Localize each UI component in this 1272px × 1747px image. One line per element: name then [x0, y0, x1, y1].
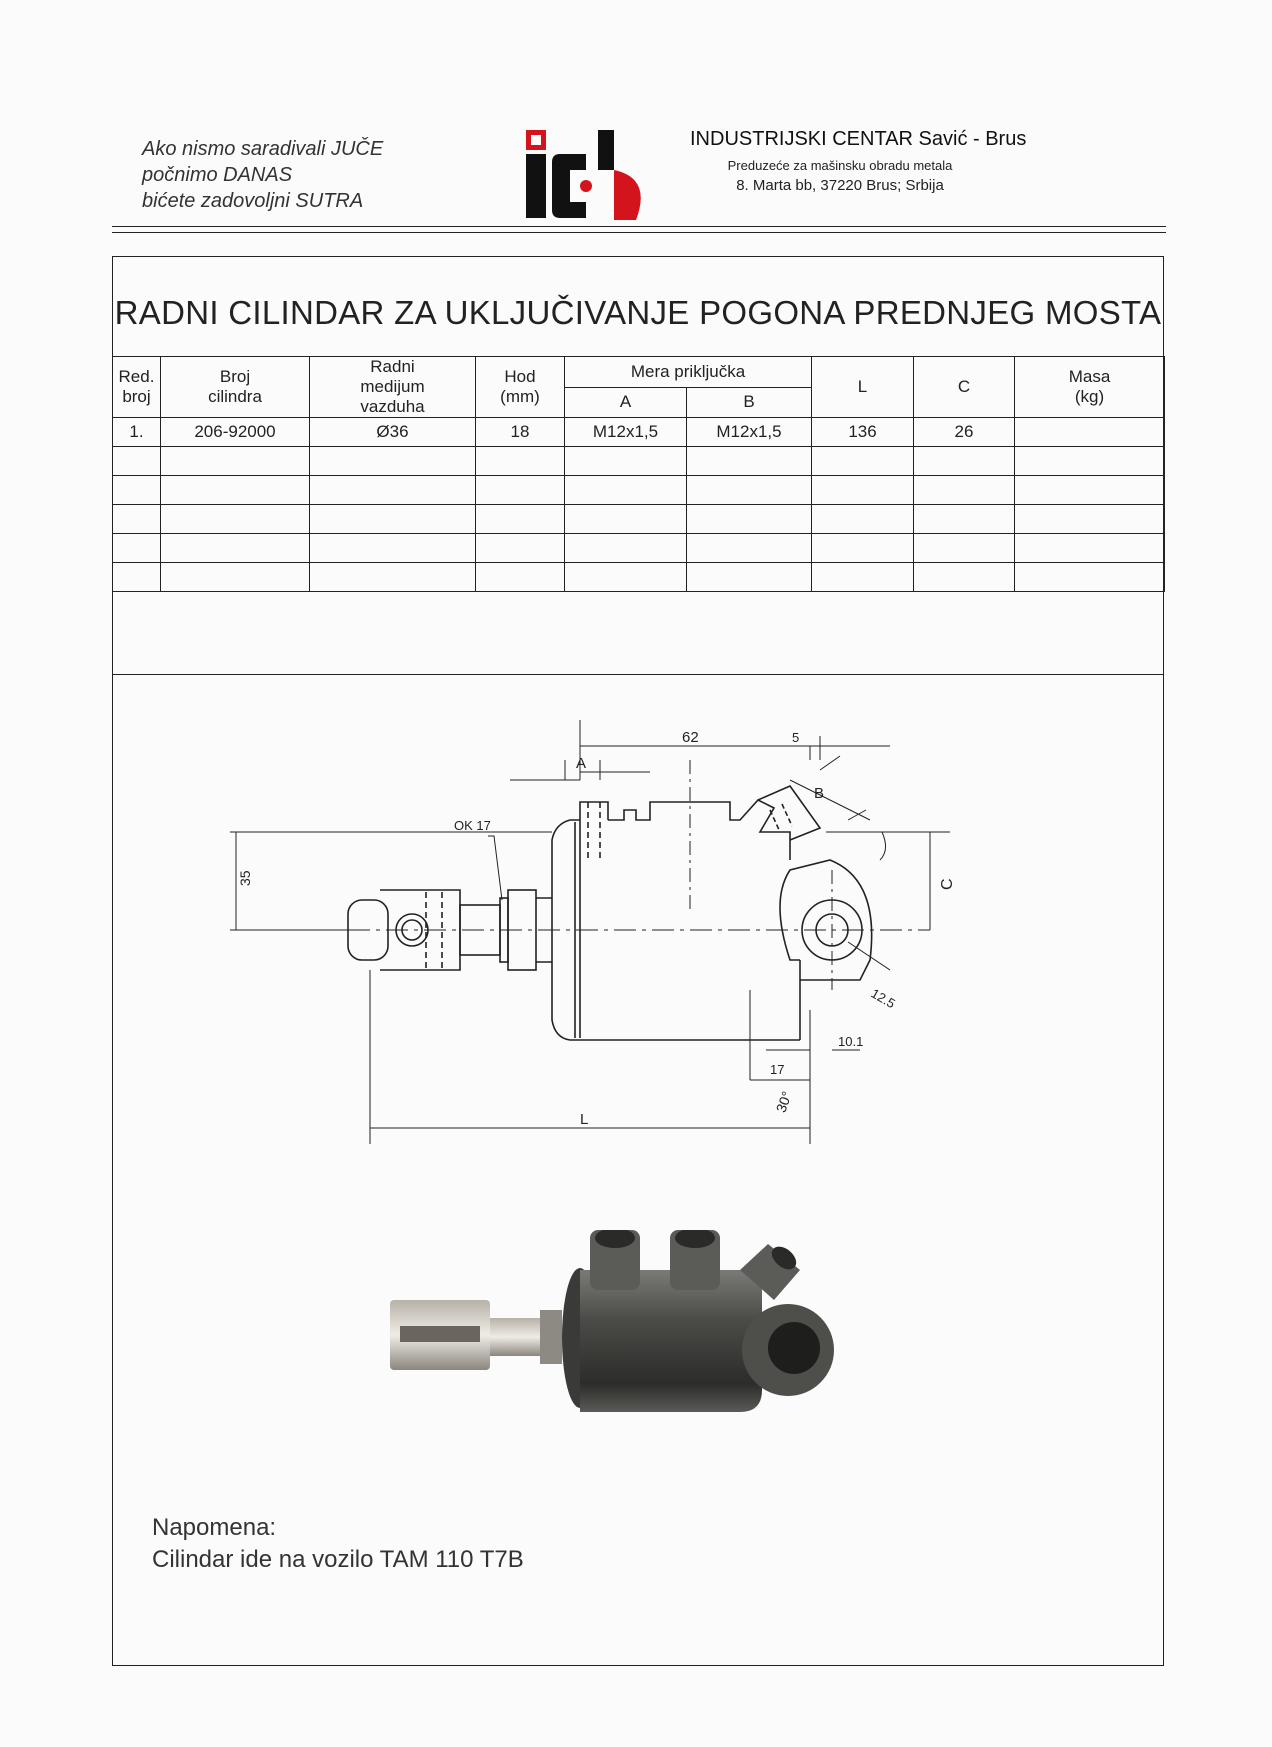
company-address: 8. Marta bb, 37220 Brus; Srbija — [736, 177, 944, 194]
header-b: B — [686, 386, 812, 418]
header-broj-line1: Broj — [219, 367, 251, 386]
header-mera-prikljucka: Mera priključka — [564, 356, 812, 388]
table-row-empty — [112, 446, 1165, 476]
table-cell: 26 — [913, 417, 1015, 447]
dim-17-label: 17 — [770, 1062, 784, 1077]
slogan: Ako nismo saradivali JUČE počnimo DANAS … — [142, 136, 432, 214]
header-red-line1: Red. — [118, 367, 155, 386]
table-cell: 1. — [112, 417, 161, 447]
dim-30-label: 30° — [773, 1089, 795, 1114]
header-red-broj: Red. broj — [112, 356, 161, 418]
header-radni-line3: vazduha — [360, 397, 425, 416]
header-masa: Masa (kg) — [1014, 356, 1165, 418]
table-row-empty — [112, 475, 1165, 505]
header-rule-bottom — [112, 232, 1166, 233]
header-radni-medijum: Radni medijum vazduha — [309, 356, 476, 418]
header-l: L — [811, 356, 914, 418]
company-description: Preduzeće za mašinsku obradu metala — [727, 158, 953, 173]
specs-table: Red. broj Broj cilindra Radni medijum va… — [112, 356, 1165, 592]
document-title: RADNI CILINDAR ZA UKLJUČIVANJE POGONA PR… — [114, 294, 1162, 331]
ics-logo — [526, 130, 641, 220]
dim-5-label: 5 — [792, 730, 799, 745]
table-cell: 18 — [475, 417, 565, 447]
slogan-line-1: Ako nismo saradivali JUČE — [142, 138, 384, 160]
note-text: Cilindar ide na vozilo TAM 110 T7B — [152, 1546, 524, 1573]
table-cell: M12x1,5 — [686, 417, 812, 447]
dim-c-label: C — [939, 878, 956, 890]
dim-12-5-label: 12.5 — [869, 986, 898, 1012]
table-cell: M12x1,5 — [564, 417, 687, 447]
header-red-line2: broj — [122, 387, 151, 406]
dim-l-label: L — [580, 1111, 588, 1128]
dim-10-1-label: 10.1 — [838, 1034, 863, 1049]
header-c: C — [913, 356, 1015, 418]
table-cell: Ø36 — [309, 417, 476, 447]
header-broj-cilindra: Broj cilindra — [160, 356, 310, 418]
header-hod-line1: Hod — [504, 367, 536, 386]
company-block: INDUSTRIJSKI CENTAR Savić - Brus Preduze… — [690, 126, 1027, 196]
header-rule-top — [112, 226, 1166, 227]
technical-drawing: 62 5 A B OK 17 35 30° C 12.5 10.1 17 L — [230, 720, 956, 1144]
dim-a-label: A — [576, 755, 586, 772]
header-radni-line2: medijum — [360, 377, 425, 396]
document-frame — [112, 256, 1164, 1666]
note-label: Napomena: — [152, 1514, 277, 1541]
table-row-empty — [112, 504, 1165, 534]
dim-35-label: 35 — [237, 870, 253, 886]
table-cell: 136 — [811, 417, 914, 447]
header-radni-line1: Radni — [370, 357, 415, 376]
company-name: INDUSTRIJSKI CENTAR Savić - Brus — [690, 128, 1027, 150]
dim-62-label: 62 — [682, 729, 699, 746]
table-cell — [1014, 417, 1165, 447]
note-block: Napomena: Cilindar ide na vozilo TAM 110… — [152, 1512, 524, 1576]
slogan-line-3: bićete zadovoljni SUTRA — [142, 190, 364, 212]
cylinder-photo — [390, 1230, 834, 1412]
table-row-empty — [112, 533, 1165, 563]
header-masa-line2: (kg) — [1074, 387, 1105, 406]
ok17-label: OK 17 — [454, 818, 491, 833]
header-hod-line2: (mm) — [500, 387, 540, 406]
slogan-line-2: počnimo DANAS — [142, 164, 293, 186]
table-cell: 206-92000 — [160, 417, 310, 447]
dim-b-label: B — [814, 785, 824, 802]
table-row: 1. 206-92000 Ø36 18 M12x1,5 M12x1,5 136 … — [112, 417, 1165, 447]
header-broj-line2: cilindra — [208, 387, 262, 406]
section-divider — [112, 674, 1164, 675]
header-masa-line1: Masa — [1068, 367, 1111, 386]
table-row-empty — [112, 562, 1165, 592]
header-a: A — [564, 386, 687, 418]
header-hod: Hod (mm) — [475, 356, 565, 418]
